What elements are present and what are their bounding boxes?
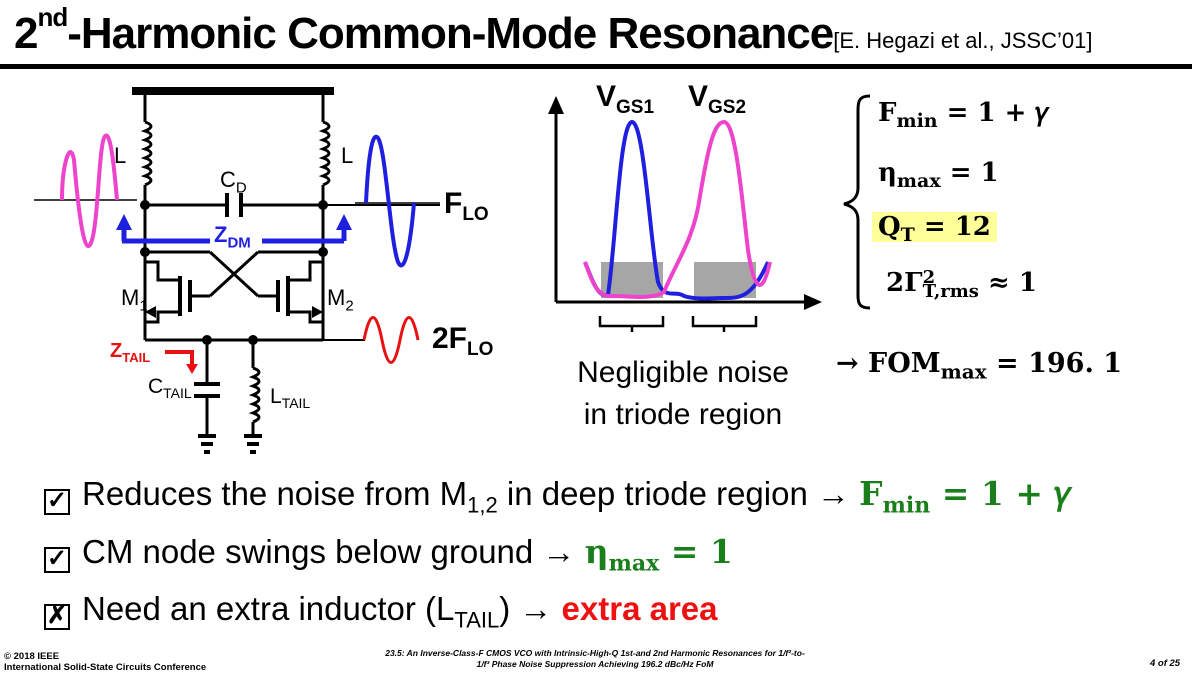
z-tail-arrow: [165, 350, 198, 374]
label-z-tail: ZTAIL: [110, 340, 151, 365]
label-inductor-left: L: [114, 143, 127, 168]
checkbox-crossed-icon: ✗: [44, 604, 70, 630]
title-sup: nd: [37, 2, 68, 32]
label-m2: M2: [327, 285, 354, 315]
label-m1: M1: [121, 285, 148, 315]
label-inductor-right: L: [341, 143, 354, 168]
title-citation: [E. Hegazi et al., JSSC’01]: [833, 28, 1093, 53]
equation-brace: [843, 94, 871, 310]
page-number: 4 of 25: [1150, 658, 1181, 669]
inductor-left-symbol: [140, 120, 153, 187]
eq-qt: QT = 12: [872, 212, 997, 246]
footer-center: 23.5: An Inverse-Class-F CMOS VCO with I…: [385, 648, 805, 669]
z-dm-arrows: [116, 214, 352, 244]
noise-line-1: Negligible noise: [577, 356, 789, 389]
title-rule: [0, 64, 1192, 69]
checkbox-checked-icon: ✓: [44, 547, 70, 573]
label-c-tail: CTAIL: [148, 375, 192, 402]
pink-sine-left: [60, 133, 119, 248]
vgs1-curve: [583, 119, 770, 301]
footer-left: © 2018 IEEE International Solid-State Ci…: [4, 651, 207, 673]
inductor-right-symbol: [318, 120, 331, 187]
label-flo: FLO: [444, 187, 489, 225]
noise-line-2: in triode region: [583, 398, 783, 431]
bullet-3: ✗Need an extra inductor (LTAIL) → extra …: [44, 590, 718, 634]
supply-rail: [132, 87, 334, 95]
brace-1: [598, 316, 665, 332]
brace-2: [691, 316, 758, 332]
eq-fmin: Fmin = 1 + 𝛾: [878, 98, 1049, 133]
slide-title: 2nd-Harmonic Common-Mode Resonance[E. He…: [14, 2, 1092, 59]
ground-symbols: [198, 434, 262, 454]
bullet-2: ✓CM node swings below ground → ηmax = 1: [44, 532, 733, 577]
noise-caption: Negligible noise in triode region: [568, 352, 798, 436]
title-prefix: 2: [14, 9, 39, 58]
vgs2-curve: [583, 119, 772, 299]
blue-sine-right: [364, 134, 416, 268]
label-vgs2: VGS2: [688, 80, 747, 118]
label-vgs1: VGS1: [596, 80, 655, 118]
label-z-dm: ZDM: [214, 222, 251, 252]
label-l-tail: LTAIL: [270, 385, 311, 412]
title-main: -Harmonic Common-Mode Resonance: [67, 9, 834, 58]
transistor-m1: [145, 260, 192, 324]
red-sine-2flo: [362, 316, 420, 364]
fom-result: → FOMmax = 196. 1: [836, 348, 1123, 384]
waveform-plot: [548, 96, 822, 332]
eq-eta: ηmax = 1: [878, 158, 999, 193]
label-cap-d: CD: [220, 167, 247, 197]
bullet-1: ✓Reduces the noise from M1,2 in deep tri…: [44, 474, 1072, 519]
inductor-tail-symbol: [248, 366, 261, 424]
label-2flo: 2FLO: [432, 322, 494, 360]
checkbox-checked-icon: ✓: [44, 489, 70, 515]
transistor-m2: [276, 260, 323, 324]
